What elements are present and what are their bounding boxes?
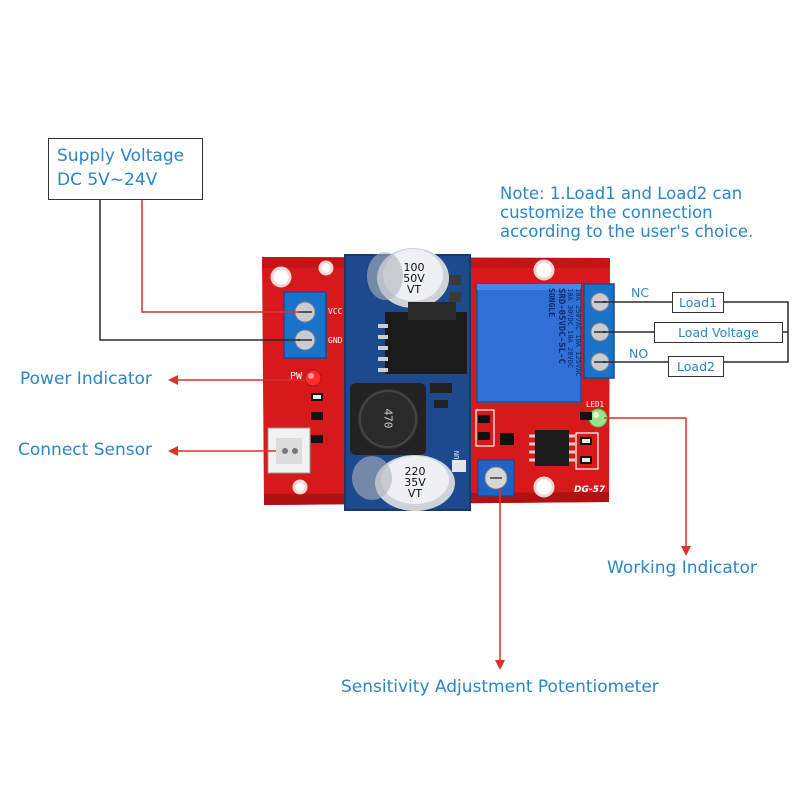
no-label: NO: [629, 346, 649, 361]
note-line-2: customize the connection: [500, 203, 713, 222]
gnd-wire: [99, 200, 300, 341]
load2-box: Load2: [668, 356, 724, 377]
note-line-1: Note: 1.Load1 and Load2 can: [500, 184, 743, 203]
load-voltage-box: Load Voltage: [654, 322, 783, 343]
connect-sensor-label: Connect Sensor: [18, 440, 152, 460]
relay-body: [476, 283, 582, 403]
gnd-silk: GND: [328, 336, 343, 345]
sensitivity-label: Sensitivity Adjustment Potentiometer: [341, 677, 659, 697]
working-indicator-label: Working Indicator: [607, 558, 757, 578]
model-silk: DG-57: [574, 485, 606, 495]
vcc-silk: VCC: [328, 307, 343, 316]
sensor-connector: [267, 427, 311, 474]
arrow-head: [168, 446, 178, 456]
arrow-head: [681, 546, 691, 556]
sensitivity-potentiometer: [477, 459, 515, 497]
vcc-wire: [141, 200, 300, 313]
arrow-head: [168, 375, 178, 385]
dc-dc-converter-module: [344, 248, 471, 511]
supply-voltage-range: DC 5V~24V: [57, 170, 158, 190]
supply-voltage-label: Supply Voltage: [57, 146, 185, 166]
dsun-silk: D-SUN: [453, 450, 461, 472]
input-terminal-block: [283, 291, 327, 359]
note-text: Note: 1.Load1 and Load2 can customize th…: [500, 184, 753, 241]
power-indicator-label: Power Indicator: [20, 369, 152, 389]
arrow-head: [495, 660, 505, 670]
bottom-capacitor-marking: 220 35V VT: [404, 465, 426, 500]
relay-terminal-block: [583, 283, 615, 379]
inductor-marking: 470: [381, 408, 395, 429]
mounting-hole: [270, 259, 555, 498]
relay-markings: 10A 250VAC 10A 125VAC 10A 30VDC 10A 28VD…: [547, 288, 582, 377]
power-led: [304, 369, 322, 387]
note-line-3: according to the user's choice.: [500, 222, 754, 241]
supply-voltage-box: Supply Voltage DC 5V~24V: [48, 138, 203, 200]
led1-silk: LED1: [586, 400, 605, 409]
pw-silk: PW: [290, 371, 303, 382]
comparator-ic: [529, 430, 575, 466]
top-capacitor-marking: 100 50V VT: [403, 261, 425, 296]
load1-box: Load1: [672, 292, 724, 313]
nc-label: NC: [631, 285, 650, 300]
